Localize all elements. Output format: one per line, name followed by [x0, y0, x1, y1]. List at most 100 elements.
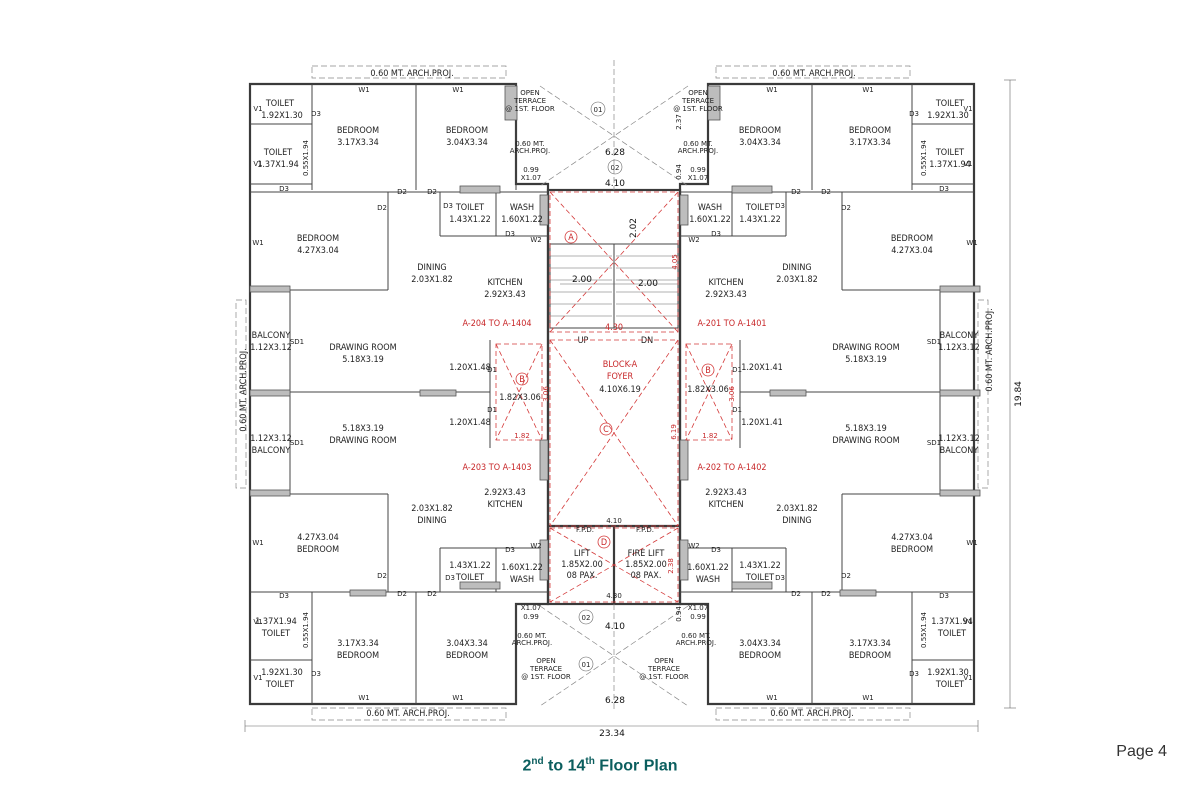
lift-pax: 08 PAX.: [567, 571, 598, 581]
wash-label: WASH: [698, 203, 722, 213]
tag-w1: W1: [966, 539, 977, 547]
toilet-label: TOILET: [745, 203, 774, 213]
stair-dim-side: 4.05: [671, 254, 679, 270]
arch-small: 0.60 MT.: [681, 632, 711, 640]
circle-a: A: [568, 233, 574, 243]
bedroom-size: 3.04X3.34: [739, 138, 781, 148]
lobby-right-size: 1.82X3.06: [687, 385, 729, 395]
duct-size: 0.99: [523, 613, 539, 621]
tag-d2: D2: [841, 204, 851, 212]
tag-w1: W1: [252, 539, 263, 547]
tag-d3: D3: [279, 592, 289, 600]
tag-w2: W2: [530, 236, 541, 244]
circle-02-top: 02: [611, 164, 620, 172]
toilet-size: 1.37X1.94: [929, 160, 971, 170]
tag-v1: V1: [963, 618, 972, 626]
terrace-floor: @ 1ST. FLOOR: [673, 105, 723, 113]
tag-w1: W1: [452, 86, 463, 94]
circle-01-top: 01: [594, 106, 603, 114]
terrace-floor: @ 1ST. FLOOR: [639, 673, 689, 681]
bedroom-label: BEDROOM: [297, 545, 339, 555]
bedroom-label: BEDROOM: [446, 126, 488, 136]
duct-size: X1.07: [521, 174, 541, 182]
wash-size: 1.60X1.22: [501, 563, 543, 573]
bedroom-label: BEDROOM: [891, 234, 933, 244]
core-top-h: 2.37: [675, 114, 683, 130]
tag-d3: D3: [443, 202, 453, 210]
circle-c: C: [603, 425, 609, 435]
fpd-left: F.P.D.: [576, 526, 594, 534]
fpd-right: F.P.D.: [636, 526, 654, 534]
lobby-left-size: 1.82X3.06: [499, 393, 541, 403]
flat-range-bottom-right: A-202 TO A-1402: [697, 463, 766, 473]
tag-d3: D3: [939, 592, 949, 600]
top-dim-628: 6.28: [605, 148, 625, 158]
tag-d3: D3: [279, 185, 289, 193]
bottom-dim-628: 6.28: [605, 696, 625, 706]
wash-size: 1.60X1.22: [501, 215, 543, 225]
dining-label: DINING: [782, 263, 811, 273]
stair-up: UP: [578, 336, 589, 346]
bedroom-label: BEDROOM: [739, 651, 781, 661]
fire-lift-size: 1.85X2.00: [625, 560, 667, 570]
kitchen-label: KITCHEN: [708, 500, 743, 510]
arch-proj-top-right: 0.60 MT. ARCH.PROJ.: [772, 69, 855, 79]
passage-size: 1.20X1.48: [449, 418, 491, 428]
drawing-label: DRAWING ROOM: [329, 436, 396, 446]
tag-d2: D2: [427, 590, 437, 598]
tag-d2: D2: [377, 572, 387, 580]
tag-sd1: SD1: [290, 439, 304, 447]
dining-size: 2.03X1.82: [411, 275, 453, 285]
tag-d3: D3: [775, 202, 785, 210]
tag-d3: D3: [505, 230, 515, 238]
toilet-size: 1.43X1.22: [739, 561, 781, 571]
bedroom-label: BEDROOM: [446, 651, 488, 661]
duct-size: X1.07: [521, 604, 541, 612]
terrace-label: TERRACE: [513, 97, 546, 105]
kitchen-label: KITCHEN: [708, 278, 743, 288]
tag-d3: D3: [505, 546, 515, 554]
balcony-size: 1.12X3.12: [250, 343, 292, 353]
stair-dn: DN: [641, 336, 653, 346]
toilet-label: TOILET: [745, 573, 774, 583]
tag-w1: W1: [252, 239, 263, 247]
toilet-label: TOILET: [265, 680, 294, 690]
tag-sd1: SD1: [290, 338, 304, 346]
balcony-label: BALCONY: [252, 446, 291, 456]
wash-size: 1.60X1.22: [689, 215, 731, 225]
core-labels: 6.28 4.10 4.10 6.28 2.37 0.94 0.94 BLOCK…: [499, 114, 736, 706]
passage-size: 1.20X1.41: [741, 418, 783, 428]
bedroom-label: BEDROOM: [739, 126, 781, 136]
wash-label: WASH: [510, 203, 534, 213]
bedroom-size: 4.27X3.04: [297, 533, 339, 543]
duct-size: 0.99: [690, 613, 706, 621]
terrace-open: OPEN: [688, 89, 707, 97]
bottom-dim-410: 4.10: [605, 622, 625, 632]
arch-proj-bottom-left: 0.60 MT. ARCH.PROJ.: [366, 709, 449, 719]
drawing-label: DRAWING ROOM: [329, 343, 396, 353]
kitchen-size: 2.92X3.43: [484, 290, 526, 300]
tag-v1: V1: [253, 105, 262, 113]
passage-size: 1.20X1.41: [741, 363, 783, 373]
wash-label: WASH: [510, 575, 534, 585]
tag-d2: D2: [791, 188, 801, 196]
toilet-size: 1.43X1.22: [739, 215, 781, 225]
bedroom-size: 3.17X3.34: [337, 138, 379, 148]
tag-d3: D3: [909, 670, 919, 678]
kitchen-label: KITCHEN: [487, 500, 522, 510]
core-w-top: 4.10: [606, 517, 622, 525]
core-low-w: 0.94: [675, 606, 683, 622]
tag-d3: D3: [711, 546, 721, 554]
toilet-size: 1.43X1.22: [449, 215, 491, 225]
tag-w2: W2: [688, 542, 699, 550]
balcony-label: BALCONY: [940, 446, 979, 456]
toilet-label: TOILET: [265, 99, 294, 109]
tag-v1: V1: [253, 674, 262, 682]
page-number: Page 4: [1116, 743, 1167, 760]
flat-range-top-left: A-204 TO A-1404: [462, 319, 531, 329]
lift-label: LIFT: [574, 549, 590, 559]
plan-title: 2nd to 14th Floor Plan: [0, 756, 1200, 775]
tag-v1: V1: [253, 160, 262, 168]
stair-dim-w: 4.30: [605, 323, 623, 333]
